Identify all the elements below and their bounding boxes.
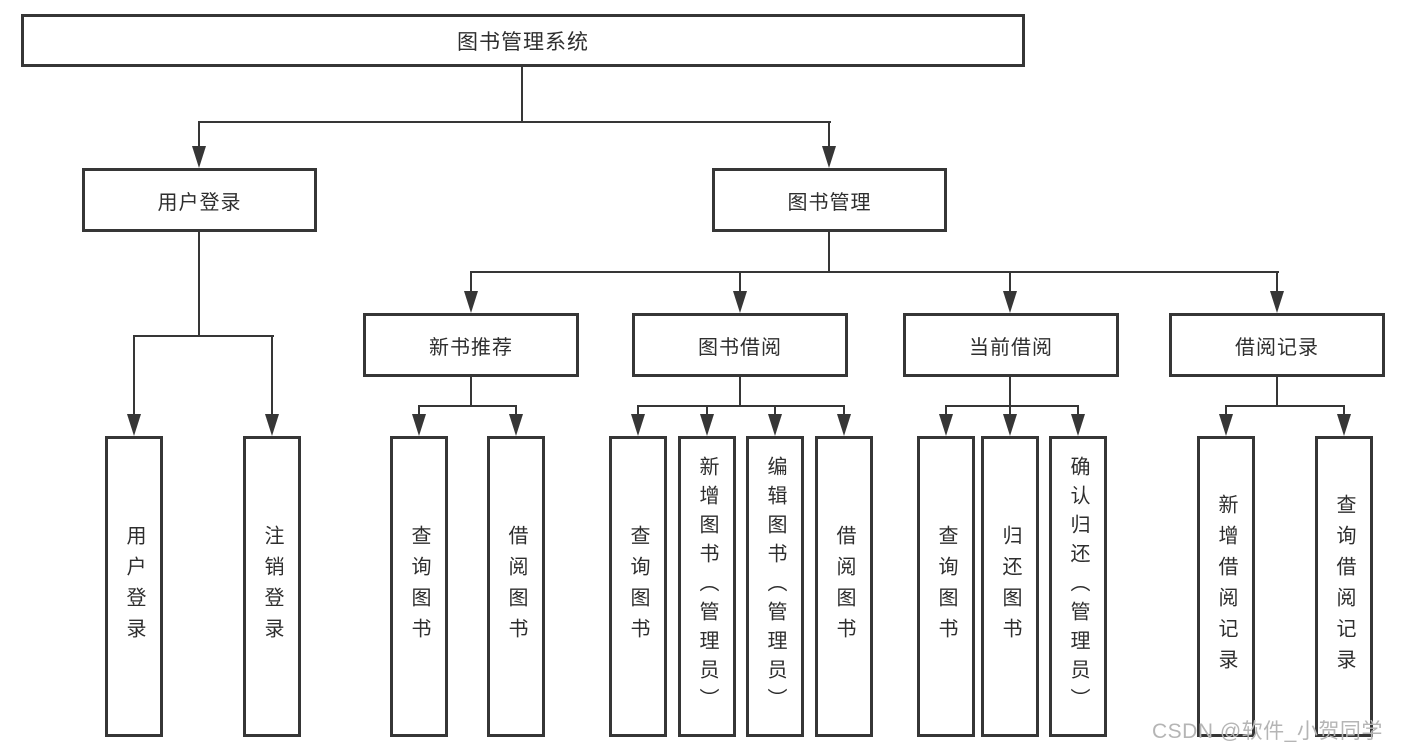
connector-records-stem (1276, 377, 1278, 407)
connector-drop (774, 405, 776, 416)
arrowhead-user-login (192, 146, 206, 168)
connector-drop-leaf-login (133, 335, 135, 416)
leaf-query-books-recommend: 查询图书 (390, 436, 448, 737)
node-label: 查询借阅记录 (1333, 493, 1355, 680)
node-label: 用户登录 (123, 524, 145, 649)
arrowhead-book-mgmt (822, 146, 836, 168)
connector-current-stem (1009, 377, 1011, 407)
arrowhead-leaf (768, 414, 782, 436)
node-current-borrowing: 当前借阅 (903, 313, 1119, 377)
connector-drop (418, 405, 420, 416)
connector-borrowing-branch (637, 405, 845, 407)
leaf-add-books-admin: 新增图书（管理员） (678, 436, 736, 737)
node-label: 新增图书（管理员） (696, 456, 718, 717)
node-borrowing-records: 借阅记录 (1169, 313, 1385, 377)
connector-recommend-stem (470, 377, 472, 407)
node-label: 新增借阅记录 (1215, 493, 1237, 680)
node-book-management: 图书管理 (712, 168, 947, 232)
connector-drop-book-mgmt (828, 121, 830, 149)
arrowhead-leaf (631, 414, 645, 436)
connector-bookmgmt-stem (828, 232, 830, 273)
arrowhead-leaf (412, 414, 426, 436)
node-label: 借阅图书 (833, 524, 855, 649)
arrowhead-leaf (700, 414, 714, 436)
node-book-borrowing: 图书借阅 (632, 313, 848, 377)
node-library-management-system: 图书管理系统 (21, 14, 1025, 67)
leaf-return-books: 归还图书 (981, 436, 1039, 737)
connector-recommend-branch (418, 405, 517, 407)
connector-root-stem (521, 67, 523, 123)
node-label: 用户登录 (157, 191, 242, 214)
connector-drop-user-login (198, 121, 200, 149)
leaf-edit-books-admin: 编辑图书（管理员） (746, 436, 804, 737)
connector-drop-borrow-records (1276, 271, 1278, 293)
leaf-query-books-current: 查询图书 (917, 436, 975, 737)
connector-drop-new-books (470, 271, 472, 293)
node-label: 图书管理系统 (457, 30, 589, 54)
connector-drop (1009, 405, 1011, 416)
leaf-borrow-books-recommend: 借阅图书 (487, 436, 545, 737)
arrowhead-leaf (1219, 414, 1233, 436)
leaf-add-borrow-record: 新增借阅记录 (1197, 436, 1255, 737)
connector-drop (1343, 405, 1345, 416)
arrowhead-leaf (1337, 414, 1351, 436)
arrowhead-leaf (939, 414, 953, 436)
node-label: 查询图书 (935, 524, 957, 649)
leaf-query-books-borrowing: 查询图书 (609, 436, 667, 737)
node-label: 借阅记录 (1235, 336, 1319, 359)
node-label: 编辑图书（管理员） (764, 456, 786, 717)
leaf-query-borrow-record: 查询借阅记录 (1315, 436, 1373, 737)
arrowhead-leaf (509, 414, 523, 436)
node-label: 当前借阅 (969, 336, 1053, 359)
connector-drop (945, 405, 947, 416)
arrowhead-new-books (464, 291, 478, 313)
node-label: 查询图书 (627, 524, 649, 649)
arrowhead-book-borrow (733, 291, 747, 313)
connector-root-branch (198, 121, 831, 123)
node-label: 新书推荐 (429, 336, 513, 359)
node-label: 图书借阅 (698, 336, 782, 359)
leaf-logout: 注销登录 (243, 436, 301, 737)
connector-current-branch (945, 405, 1079, 407)
leaf-borrow-books-borrowing: 借阅图书 (815, 436, 873, 737)
connector-drop (515, 405, 517, 416)
connector-drop (706, 405, 708, 416)
arrowhead-current-borrow (1003, 291, 1017, 313)
connector-drop (637, 405, 639, 416)
node-label: 注销登录 (261, 524, 283, 649)
leaf-confirm-return-admin: 确认归还（管理员） (1049, 436, 1107, 737)
connector-records-branch (1225, 405, 1345, 407)
leaf-user-login: 用户登录 (105, 436, 163, 737)
arrowhead-borrow-records (1270, 291, 1284, 313)
connector-drop-leaf-logout (271, 335, 273, 416)
arrowhead-leaf (1003, 414, 1017, 436)
node-user-login: 用户登录 (82, 168, 317, 232)
connector-borrowing-stem (739, 377, 741, 407)
connector-bookmgmt-branch (470, 271, 1279, 273)
connector-userlogin-branch (133, 335, 274, 337)
connector-drop-current-borrow (1009, 271, 1011, 293)
connector-drop (843, 405, 845, 416)
arrowhead-leaf (1071, 414, 1085, 436)
csdn-watermark: CSDN @软件_小贺同学 (1152, 720, 1383, 743)
arrowhead-leaf-login (127, 414, 141, 436)
connector-drop (1225, 405, 1227, 416)
arrowhead-leaf-logout (265, 414, 279, 436)
node-label: 查询图书 (408, 524, 430, 649)
connector-drop (1077, 405, 1079, 416)
node-label: 图书管理 (787, 191, 872, 214)
connector-drop-book-borrow (739, 271, 741, 293)
node-label: 归还图书 (999, 524, 1021, 649)
arrowhead-leaf (837, 414, 851, 436)
node-new-book-recommend: 新书推荐 (363, 313, 579, 377)
node-label: 确认归还（管理员） (1067, 456, 1089, 717)
node-label: 借阅图书 (505, 524, 527, 649)
connector-userlogin-stem (198, 232, 200, 337)
